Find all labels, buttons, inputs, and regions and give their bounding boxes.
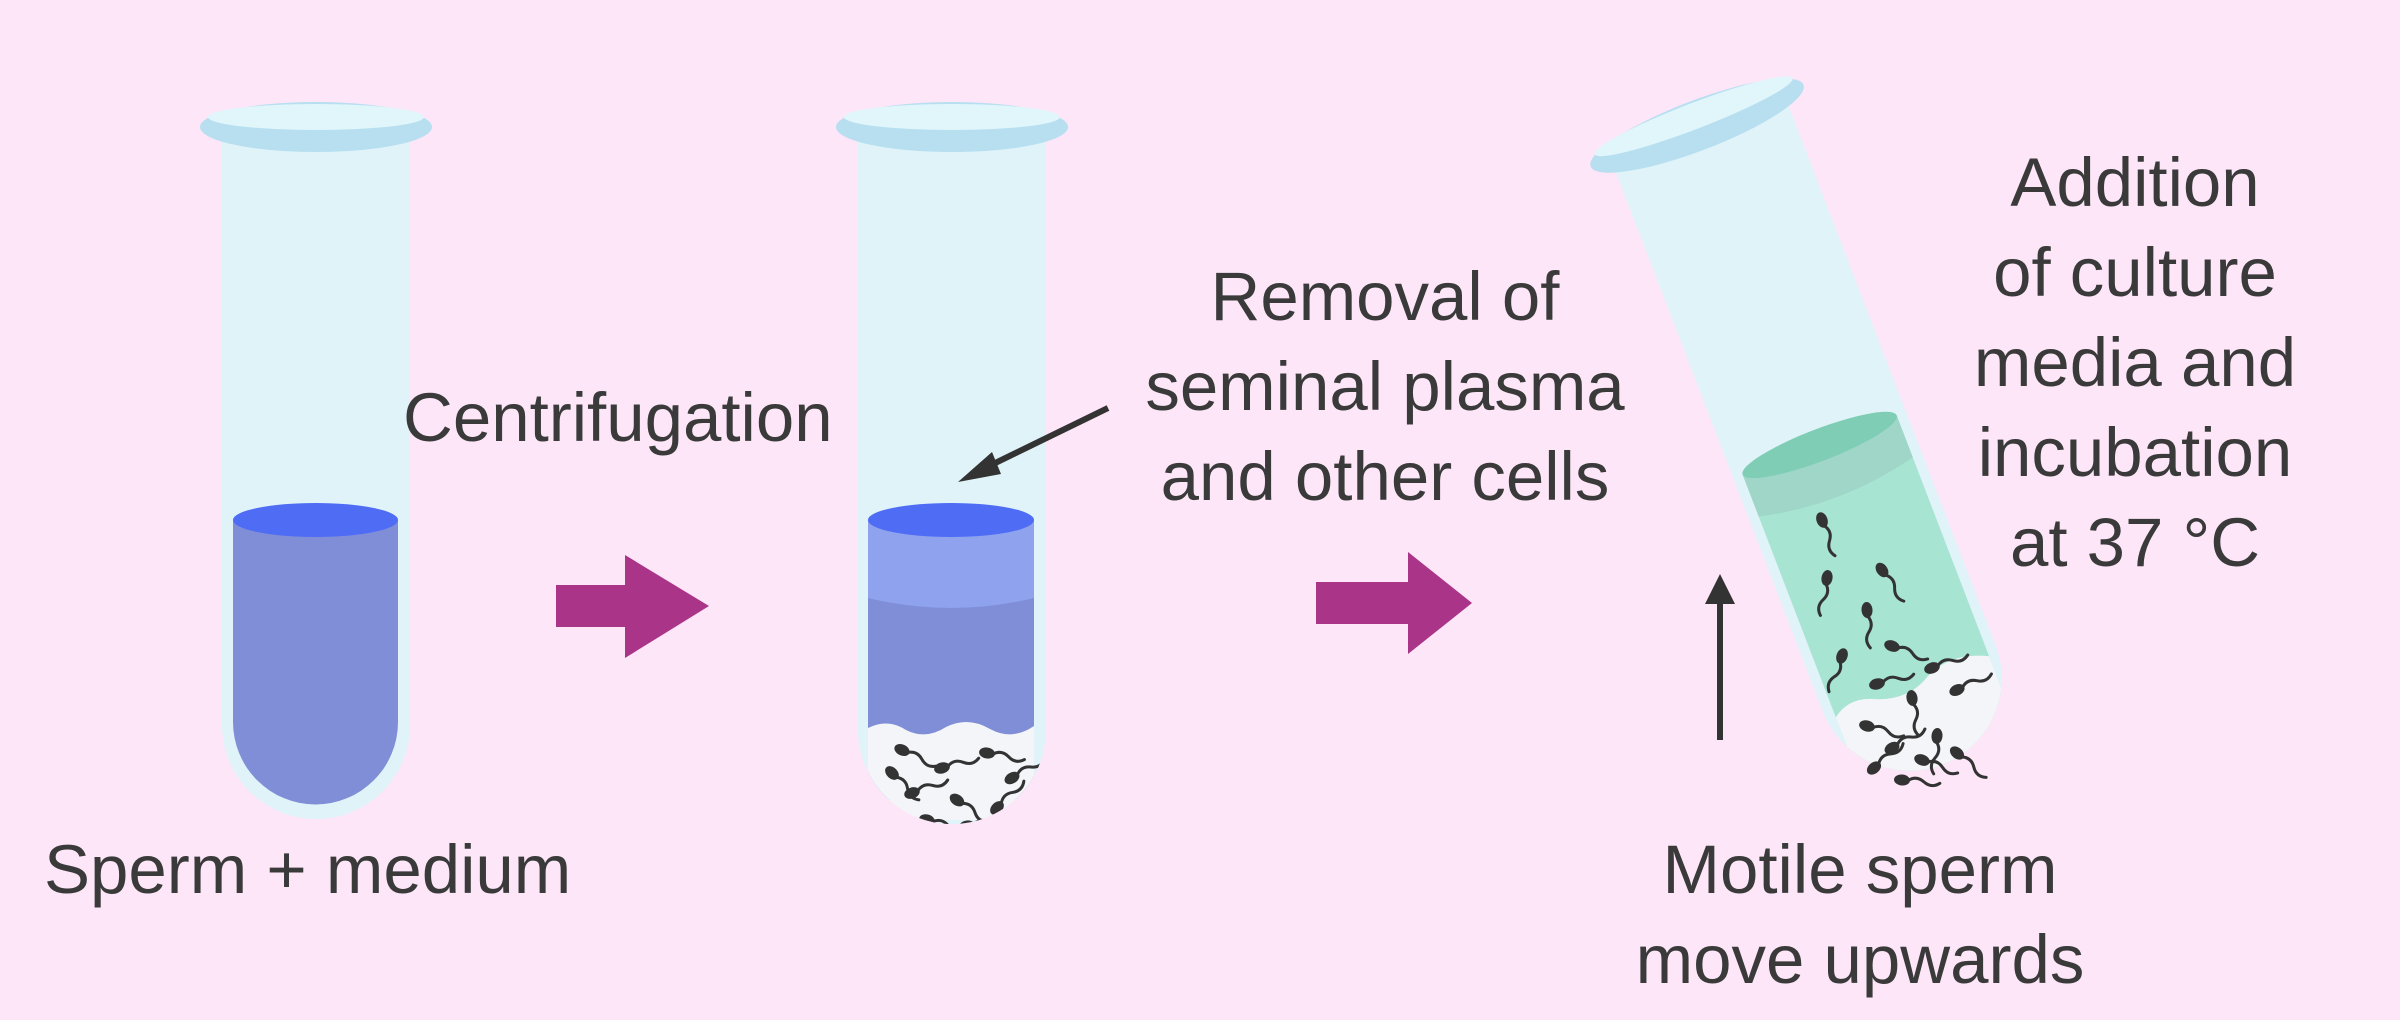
label-removal-line-3: and other cells: [1160, 438, 1610, 515]
process-arrow-2: [1316, 552, 1472, 654]
label-addition-incubation: Addition of culture media and incubation…: [1940, 138, 2330, 588]
label-removal-line-2: seminal plasma: [1145, 348, 1625, 425]
removal-pointer-arrow: [958, 405, 1110, 482]
label-addition-line-1: Addition: [2010, 144, 2260, 221]
label-sperm-medium: Sperm + medium: [44, 831, 572, 908]
tube-1-rim-opening: [208, 104, 424, 130]
label-addition-line-3: media and: [1973, 324, 2297, 401]
culture-media-upper-band: [1742, 415, 1913, 517]
label-addition-line-5: at 37 °C: [2009, 504, 2261, 581]
seminal-plasma-layer: [868, 520, 1034, 608]
tube-2-liquid-surface: [868, 503, 1034, 537]
label-motile-sperm: Motile sperm move upwards: [1580, 825, 2140, 1005]
label-removal: Removal of seminal plasma and other cell…: [1100, 252, 1670, 522]
culture-media-surface: [1742, 411, 1897, 479]
label-motile-line-1: Motile sperm: [1662, 831, 2058, 908]
tube-1-liquid-surface: [233, 503, 398, 537]
tube-2: [836, 102, 1068, 824]
tube-3-rim-opening: [1594, 76, 1793, 157]
tube-2-rim-opening: [844, 104, 1060, 130]
label-motile-line-2: move upwards: [1635, 921, 2085, 998]
tube-1: [200, 102, 432, 819]
sperm-medium-liquid: [233, 520, 398, 805]
process-arrow-1: [556, 555, 709, 658]
label-addition-line-4: incubation: [1977, 414, 2293, 491]
label-centrifugation: Centrifugation: [403, 379, 833, 456]
upward-arrow: [1705, 574, 1735, 740]
label-removal-line-1: Removal of: [1210, 258, 1560, 335]
label-addition-line-2: of culture: [1993, 234, 2277, 311]
